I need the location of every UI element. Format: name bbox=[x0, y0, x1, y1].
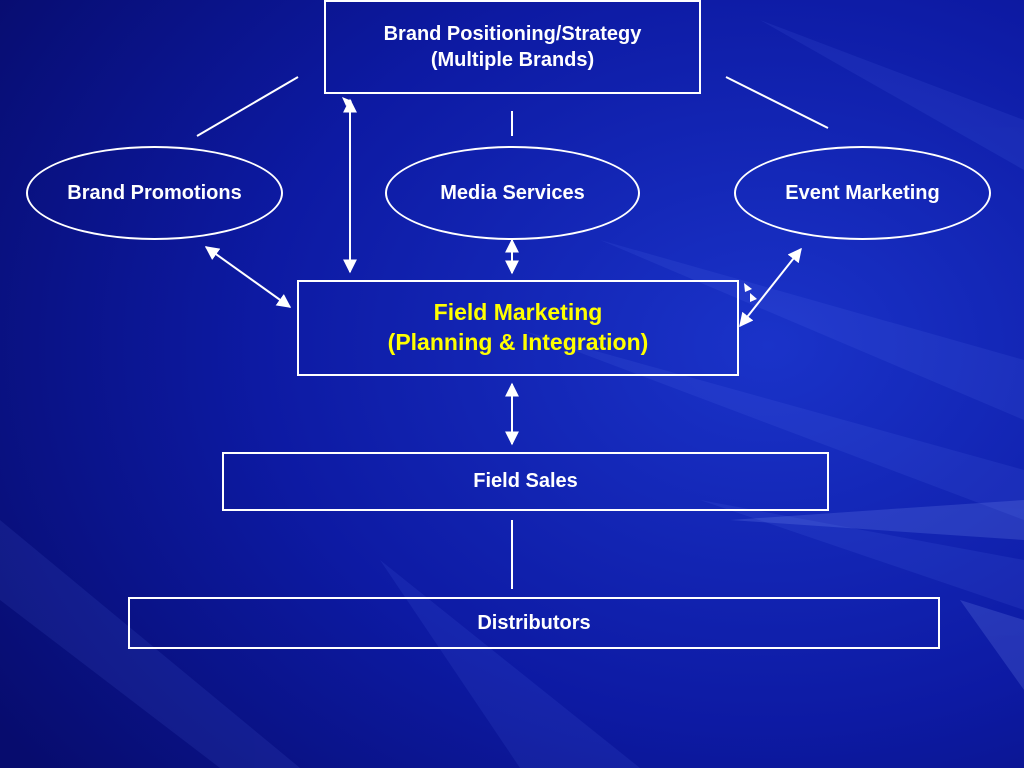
event-marketing-oval: Event Marketing bbox=[734, 146, 991, 240]
media-services-oval: Media Services bbox=[385, 146, 640, 240]
strategy-subtitle: (Multiple Brands) bbox=[430, 49, 595, 71]
field-marketing-title: Field Marketing bbox=[433, 299, 603, 326]
field-marketing-box: Field Marketing (Planning & Integration) bbox=[297, 280, 739, 376]
event-marketing-label: Event Marketing bbox=[785, 181, 940, 204]
media-services-label: Media Services bbox=[440, 181, 585, 204]
field-sales-label: Field Sales bbox=[473, 470, 578, 492]
brand-promotions-label: Brand Promotions bbox=[67, 181, 242, 204]
distributors-box: Distributors bbox=[128, 597, 940, 649]
brand-positioning-strategy-box: Brand Positioning/Strategy (Multiple Bra… bbox=[324, 0, 701, 94]
brand-promotions-oval: Brand Promotions bbox=[26, 146, 283, 240]
field-marketing-subtitle: (Planning & Integration) bbox=[387, 329, 649, 355]
strategy-title: Brand Positioning/Strategy bbox=[383, 23, 642, 45]
distributors-label: Distributors bbox=[477, 611, 591, 634]
field-sales-box: Field Sales bbox=[222, 452, 829, 511]
